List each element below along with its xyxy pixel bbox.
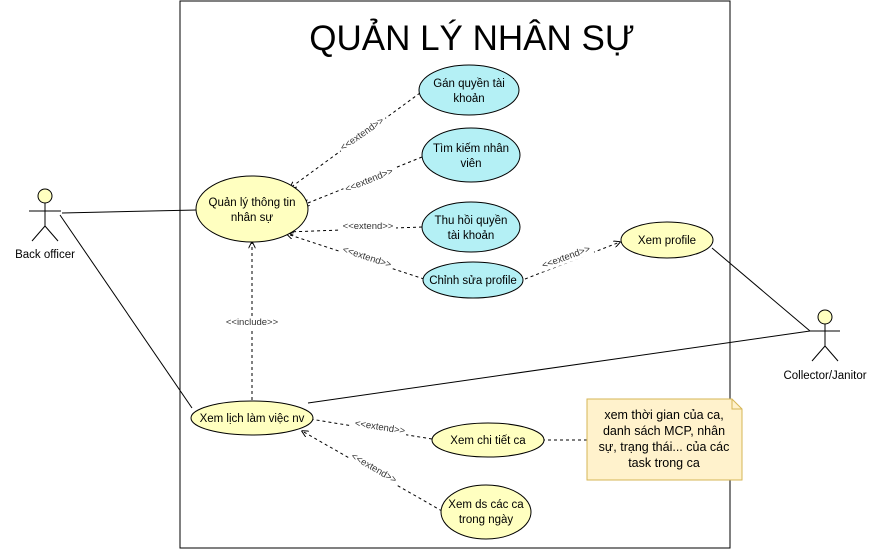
- svg-text:trong ngày: trong ngày: [459, 514, 514, 526]
- svg-text:Xem lịch làm việc nv: Xem lịch làm việc nv: [200, 413, 305, 425]
- usecase-xem-lich-lam-viec[interactable]: Xem lịch làm việc nv: [190, 400, 314, 436]
- usecase-tim-kiem[interactable]: Tìm kiếm nhân viên: [421, 127, 521, 183]
- association-backoffice-xemlich: [59, 214, 193, 409]
- svg-text:Xem profile: Xem profile: [638, 235, 696, 247]
- actor-head-icon: [37, 188, 53, 204]
- svg-text:Tìm kiếm nhân: Tìm kiếm nhân: [433, 143, 509, 155]
- diagram-title: QUẢN LÝ NHÂN SỰ: [309, 18, 635, 58]
- association-collector-xemlich: [307, 330, 811, 404]
- svg-text:Thu hồi quyền: Thu hồi quyền: [435, 215, 508, 227]
- svg-text:xem thời gian của ca,: xem thời gian của ca,: [604, 408, 723, 422]
- association-collector-xemprofile: [711, 247, 811, 332]
- svg-text:Xem chi tiết ca: Xem chi tiết ca: [450, 435, 526, 447]
- usecase-xem-profile[interactable]: Xem profile: [620, 221, 714, 259]
- svg-text:sự, trạng thái... của các: sự, trạng thái... của các: [599, 440, 730, 454]
- svg-text:viên: viên: [460, 158, 481, 170]
- relation-label-thu-hoi: <<extend>>: [340, 221, 396, 232]
- svg-text:Back officer: Back officer: [15, 249, 75, 261]
- svg-text:<<extend>>: <<extend>>: [343, 221, 394, 232]
- extend-arrow-xem-chi-tiet: [304, 418, 433, 440]
- svg-text:Collector/Janitor: Collector/Janitor: [783, 370, 866, 382]
- relation-label-include: <<include>>: [220, 317, 284, 328]
- svg-text:tài khoản: tài khoản: [448, 230, 495, 242]
- usecase-thu-hoi[interactable]: Thu hồi quyền tài khoản: [421, 201, 521, 253]
- svg-text:Xem ds các ca: Xem ds các ca: [448, 499, 524, 511]
- association-backoffice-quanly: [61, 209, 198, 214]
- usecase-xem-chi-tiet-ca[interactable]: Xem chi tiết ca: [431, 422, 545, 458]
- svg-text:danh sách MCP, nhân: danh sách MCP, nhân: [603, 424, 725, 438]
- svg-text:task trong ca: task trong ca: [628, 456, 700, 470]
- actor-head-icon: [817, 309, 833, 325]
- actor-collector-janitor[interactable]: Collector/Janitor: [783, 309, 867, 382]
- svg-text:Gán quyền tài: Gán quyền tài: [433, 78, 505, 90]
- svg-text:khoản: khoản: [453, 93, 484, 105]
- note-box: xem thời gian của ca, danh sách MCP, nhâ…: [586, 398, 743, 481]
- svg-text:<<include>>: <<include>>: [226, 317, 279, 328]
- svg-text:nhân sự: nhân sự: [231, 212, 274, 224]
- usecase-gan-quyen[interactable]: Gán quyền tài khoản: [418, 64, 520, 116]
- usecase-quan-ly-thong-tin[interactable]: Quản lý thông tin nhân sự: [195, 175, 309, 243]
- svg-text:Quản lý thông tin: Quản lý thông tin: [209, 197, 296, 209]
- svg-text:Chỉnh sửa profile: Chỉnh sửa profile: [429, 275, 517, 287]
- actor-back-officer[interactable]: Back officer: [15, 188, 75, 261]
- usecase-xem-ds-cac-ca[interactable]: Xem ds các ca trong ngày: [440, 484, 532, 540]
- usecase-chinh-sua-profile[interactable]: Chỉnh sửa profile: [422, 261, 524, 299]
